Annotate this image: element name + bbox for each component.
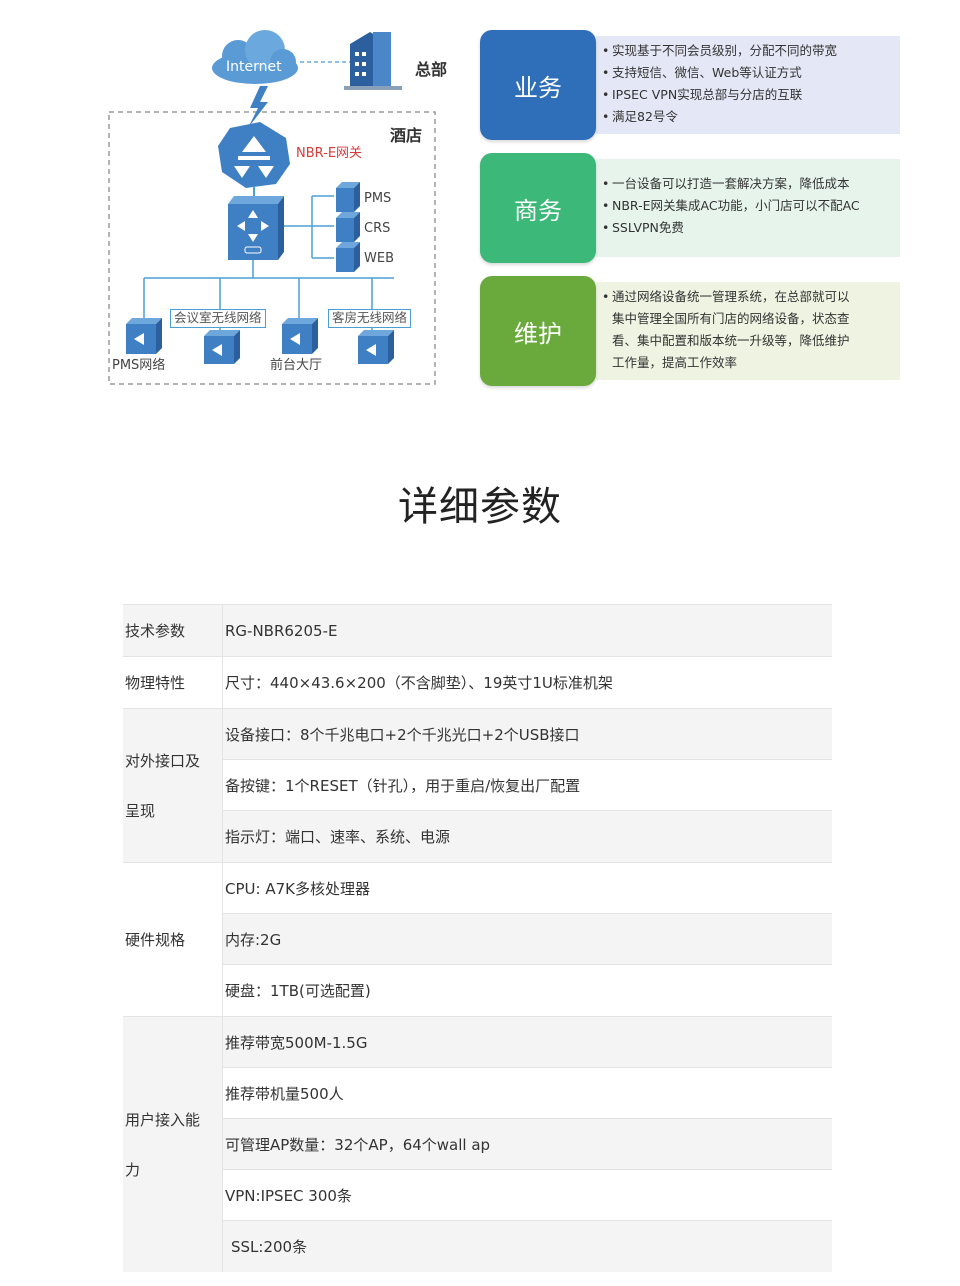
- table-cell: VPN:IPSEC 300条: [223, 1170, 832, 1221]
- table-cell: 推荐带机量500人: [223, 1068, 832, 1119]
- spec-table: 技术参数 RG-NBR6205-E 物理特性 尺寸：440×43.6×200（不…: [123, 604, 832, 1272]
- list-item: •SSLVPN免费: [602, 220, 684, 235]
- internet-cloud-icon: [212, 30, 298, 84]
- server-links: [284, 195, 334, 259]
- feature-commerce-title: 商务: [480, 153, 596, 263]
- section-title: 详细参数: [398, 484, 562, 530]
- row-label: 硬件规格: [123, 863, 223, 1016]
- table-cell: SSL:200条: [223, 1221, 832, 1272]
- table-row: 技术参数 RG-NBR6205-E: [123, 605, 832, 657]
- server-label-crs: CRS: [364, 221, 391, 236]
- meeting-room-wifi-label: 会议室无线网络: [170, 309, 266, 328]
- list-item: •通过网络设备统一管理系统，在总部就可以: [602, 289, 850, 304]
- table-row: 硬件规格 CPU: A7K多核处理器 内存:2G 硬盘：1TB(可选配置): [123, 863, 832, 1017]
- table-cell: 硬盘：1TB(可选配置): [223, 965, 832, 1016]
- list-item: •支持短信、微信、Web等认证方式: [602, 65, 802, 80]
- network-diagram-graphic: [108, 30, 436, 385]
- table-cell: RG-NBR6205-E: [223, 605, 832, 656]
- hotel-boundary: [108, 111, 436, 385]
- row-label: 对外接口及呈现: [123, 709, 223, 862]
- lobby-switch-icon: [282, 318, 318, 354]
- list-item-continued: 集中管理全国所有门店的网络设备，状态查: [612, 311, 850, 326]
- pms-network-switch-icon: [126, 318, 162, 354]
- table-cell: 尺寸：440×43.6×200（不含脚垫）、19英寸1U标准机架: [223, 657, 832, 708]
- headquarters-building-icon: [344, 32, 402, 90]
- feature-maintenance-panel: •通过网络设备统一管理系统，在总部就可以 集中管理全国所有门店的网络设备，状态查…: [596, 282, 900, 380]
- pms-network-label: PMS网络: [112, 358, 166, 373]
- table-cell: 可管理AP数量：32个AP，64个wall ap: [223, 1119, 832, 1170]
- feature-maintenance-list: •通过网络设备统一管理系统，在总部就可以 集中管理全国所有门店的网络设备，状态查…: [602, 286, 900, 374]
- feature-business-list: •实现基于不同会员级别，分配不同的带宽 •支持短信、微信、Web等认证方式 •I…: [602, 40, 900, 128]
- list-item-continued: 工作量，提高工作效率: [612, 355, 738, 370]
- row-label: 用户接入能力: [123, 1017, 223, 1272]
- feature-business-title: 业务: [480, 30, 596, 140]
- table-cell: 指示灯：端口、速率、系统、电源: [223, 811, 832, 862]
- internet-label: Internet: [226, 59, 282, 75]
- table-cell: CPU: A7K多核处理器: [223, 863, 832, 914]
- list-item: •NBR-E网关集成AC功能，小门店可以不配AC: [602, 198, 860, 213]
- network-diagram: Internet 总部 酒店 NBR-E网关 PMS CRS WEB PMS网络…: [100, 20, 450, 400]
- lobby-label: 前台大厅: [270, 358, 323, 373]
- lightning-icon: [248, 86, 268, 128]
- table-row: 物理特性 尺寸：440×43.6×200（不含脚垫）、19英寸1U标准机架: [123, 657, 832, 709]
- row-label: 技术参数: [123, 605, 223, 656]
- table-cell: 设备接口：8个千兆电口+2个千兆光口+2个USB接口: [223, 709, 832, 760]
- server-label-web: WEB: [364, 251, 394, 266]
- list-item: •满足82号令: [602, 109, 678, 124]
- feature-business-panel: •实现基于不同会员级别，分配不同的带宽 •支持短信、微信、Web等认证方式 •I…: [596, 36, 900, 134]
- feature-commerce-panel: •一台设备可以打造一套解决方案，降低成本 •NBR-E网关集成AC功能，小门店可…: [596, 159, 900, 257]
- row-label: 物理特性: [123, 657, 223, 708]
- hq-label: 总部: [415, 60, 448, 79]
- gateway-label: NBR-E网关: [296, 146, 363, 161]
- table-cell: 推荐带宽500M-1.5G: [223, 1017, 832, 1068]
- server-label-pms: PMS: [364, 191, 392, 206]
- feature-commerce-list: •一台设备可以打造一套解决方案，降低成本 •NBR-E网关集成AC功能，小门店可…: [602, 173, 900, 239]
- table-cell: 内存:2G: [223, 914, 832, 965]
- hotel-label: 酒店: [390, 126, 423, 145]
- guest-room-ap-icon: [358, 330, 394, 364]
- table-cell: 备按键：1个RESET（针孔），用于重启/恢复出厂配置: [223, 760, 832, 811]
- meeting-room-ap-icon: [204, 330, 240, 364]
- table-row: 用户接入能力 推荐带宽500M-1.5G 推荐带机量500人 可管理AP数量：3…: [123, 1017, 832, 1272]
- list-item: •实现基于不同会员级别，分配不同的带宽: [602, 43, 838, 58]
- table-row: 对外接口及呈现 设备接口：8个千兆电口+2个千兆光口+2个USB接口 备按键：1…: [123, 709, 832, 863]
- gateway-router-icon: [218, 122, 290, 188]
- list-item: •一台设备可以打造一套解决方案，降低成本: [602, 176, 850, 191]
- pms-server-icon: [336, 182, 360, 212]
- guest-room-wifi-label: 客房无线网络: [328, 309, 412, 328]
- list-item-continued: 看、集中配置和版本统一升级等，降低维护: [612, 333, 850, 348]
- core-switch-icon: [228, 196, 284, 260]
- list-item: •IPSEC VPN实现总部与分店的互联: [602, 87, 803, 102]
- web-server-icon: [336, 242, 360, 272]
- crs-server-icon: [336, 212, 360, 242]
- feature-maintenance-title: 维护: [480, 276, 596, 386]
